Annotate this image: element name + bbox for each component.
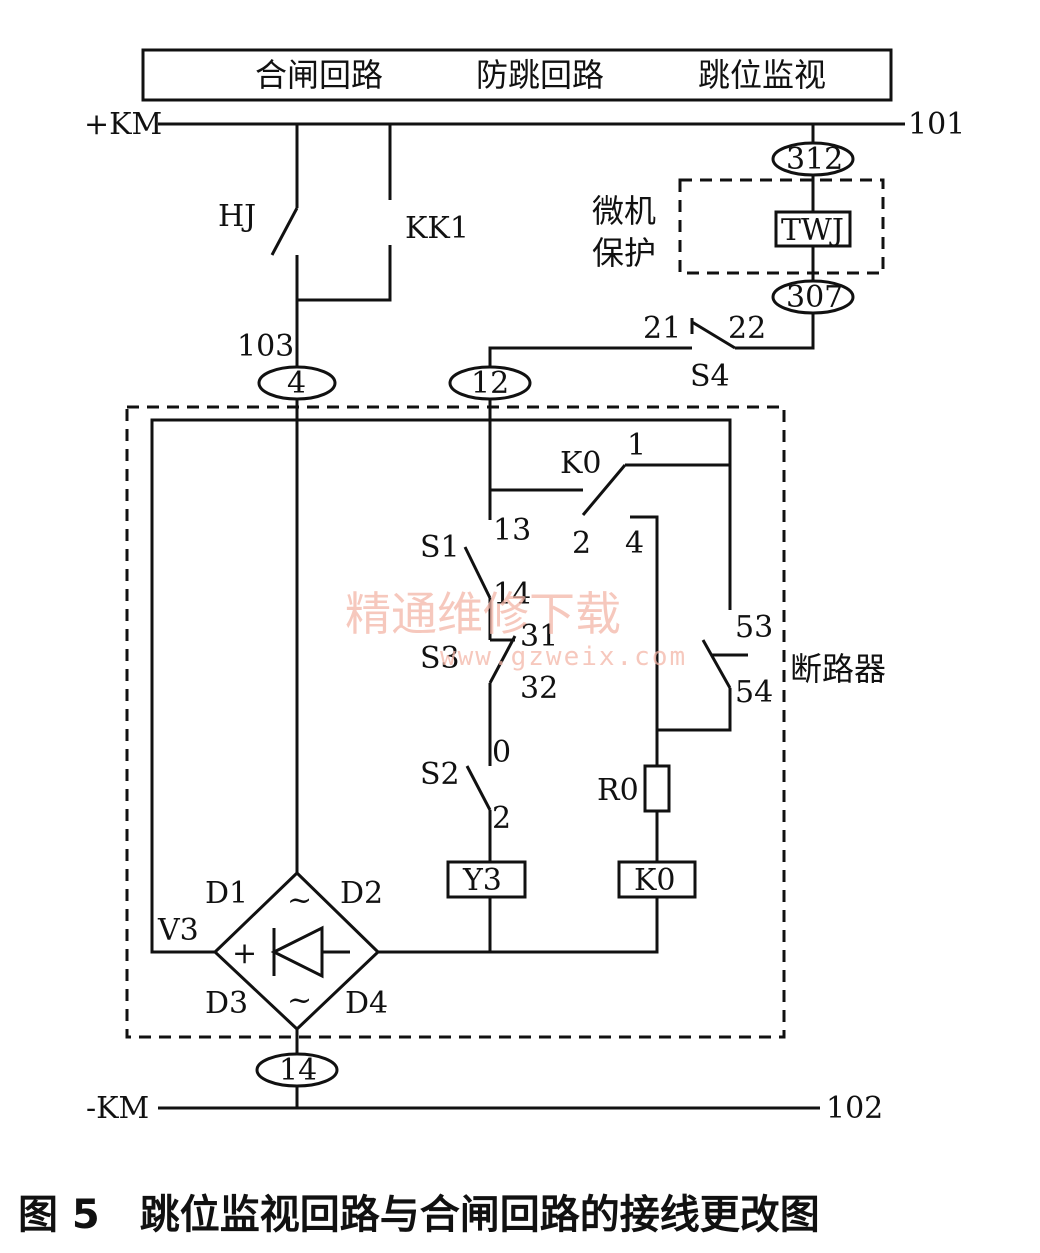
k0-coil [617,860,697,899]
k0-coil-label: K0 [634,863,676,898]
s1-term-13: 13 [493,513,531,548]
terminal-312-label: 312 [786,142,843,177]
kk1-contact-bottom [383,231,397,245]
s3-term-31: 31 [520,619,558,654]
d3-label: D3 [205,986,248,1021]
terminal-307-label: 307 [786,280,843,315]
rectifier-ac-bottom: ~ [287,983,312,1018]
s5-term-53: 53 [735,610,773,645]
hj-label: HJ [218,199,256,234]
header-trip-monitor: 跳位监视 [698,56,826,94]
k0-term-1: 1 [627,428,646,463]
rectifier-ac-top: ~ [287,883,312,918]
breaker-box [125,405,786,1039]
d2-label: D2 [340,876,383,911]
s1-term-14: 14 [493,577,531,612]
s4-wire-left [488,346,692,368]
terminal-12-label: 12 [471,366,509,401]
kk1-wire-bottom [297,245,392,302]
header-box [141,48,893,102]
kk1-contact-top [383,201,397,215]
y3-coil-label: Y3 [462,863,502,898]
watermark-text: 精通维修下载 [345,587,621,641]
s1-label: S1 [420,530,460,565]
k0-term-4: 4 [625,526,644,561]
s4-term-22: 22 [728,311,766,346]
twj-wire-c [735,313,815,350]
protection-label-line1: 微机 [592,192,656,230]
s2-term-0: 0 [492,735,511,770]
k0-term1-wire [625,463,732,610]
v3-loop-wire [150,418,732,954]
terminal-4-label: 4 [287,366,306,401]
k0-term-2: 2 [572,526,591,561]
twj-relay [774,210,852,248]
positive-bus-number: 101 [908,107,965,142]
terminal-14-label: 14 [279,1053,317,1088]
s4-term-21: 21 [643,311,681,346]
s3-term-32: 32 [520,671,558,706]
v3-label: V3 [157,913,199,948]
protection-box [678,178,885,275]
positive-bus-label: +KM [84,107,162,142]
s3-label: S3 [420,641,460,676]
header-anti-pump-circuit: 防跳回路 [476,56,604,94]
r0-resistor [643,764,671,813]
y3-coil [446,860,527,899]
d1-label: D1 [205,876,248,911]
s5-term-54: 54 [735,675,773,710]
s3-contact [488,635,517,684]
negative-bus-number: 102 [826,1091,883,1126]
r0-label: R0 [597,773,639,808]
hj-contact [270,207,299,256]
s2-label: S2 [420,757,460,792]
header-closing-circuit: 合闸回路 [255,56,383,94]
twj-relay-label: TWJ [781,213,844,248]
kk1-label: KK1 [405,211,469,246]
s4-contact [691,320,736,350]
figure-caption: 图 5 跳位监视回路与合闸回路的接线更改图 [18,1192,820,1238]
s2-contact [465,765,492,811]
s2-term-2: 2 [492,801,511,836]
s1-contact [463,546,492,599]
s4-label: S4 [690,359,730,394]
d4-label: D4 [345,986,388,1021]
s5-return-wire [657,688,732,732]
watermark-url: www.gzweix.com [440,642,687,672]
k0-bottom-wire [378,897,659,954]
k0-contact [581,464,627,516]
protection-label-line2: 保护 [592,234,656,272]
k0-term4-wire [630,515,659,766]
s5-contact [701,639,732,689]
negative-bus-label: -KM [86,1091,149,1126]
breaker-label: 断路器 [790,650,886,688]
k0-contact-label: K0 [560,446,602,481]
rectifier-plus: + [232,936,257,971]
node-103-label: 103 [237,329,294,364]
